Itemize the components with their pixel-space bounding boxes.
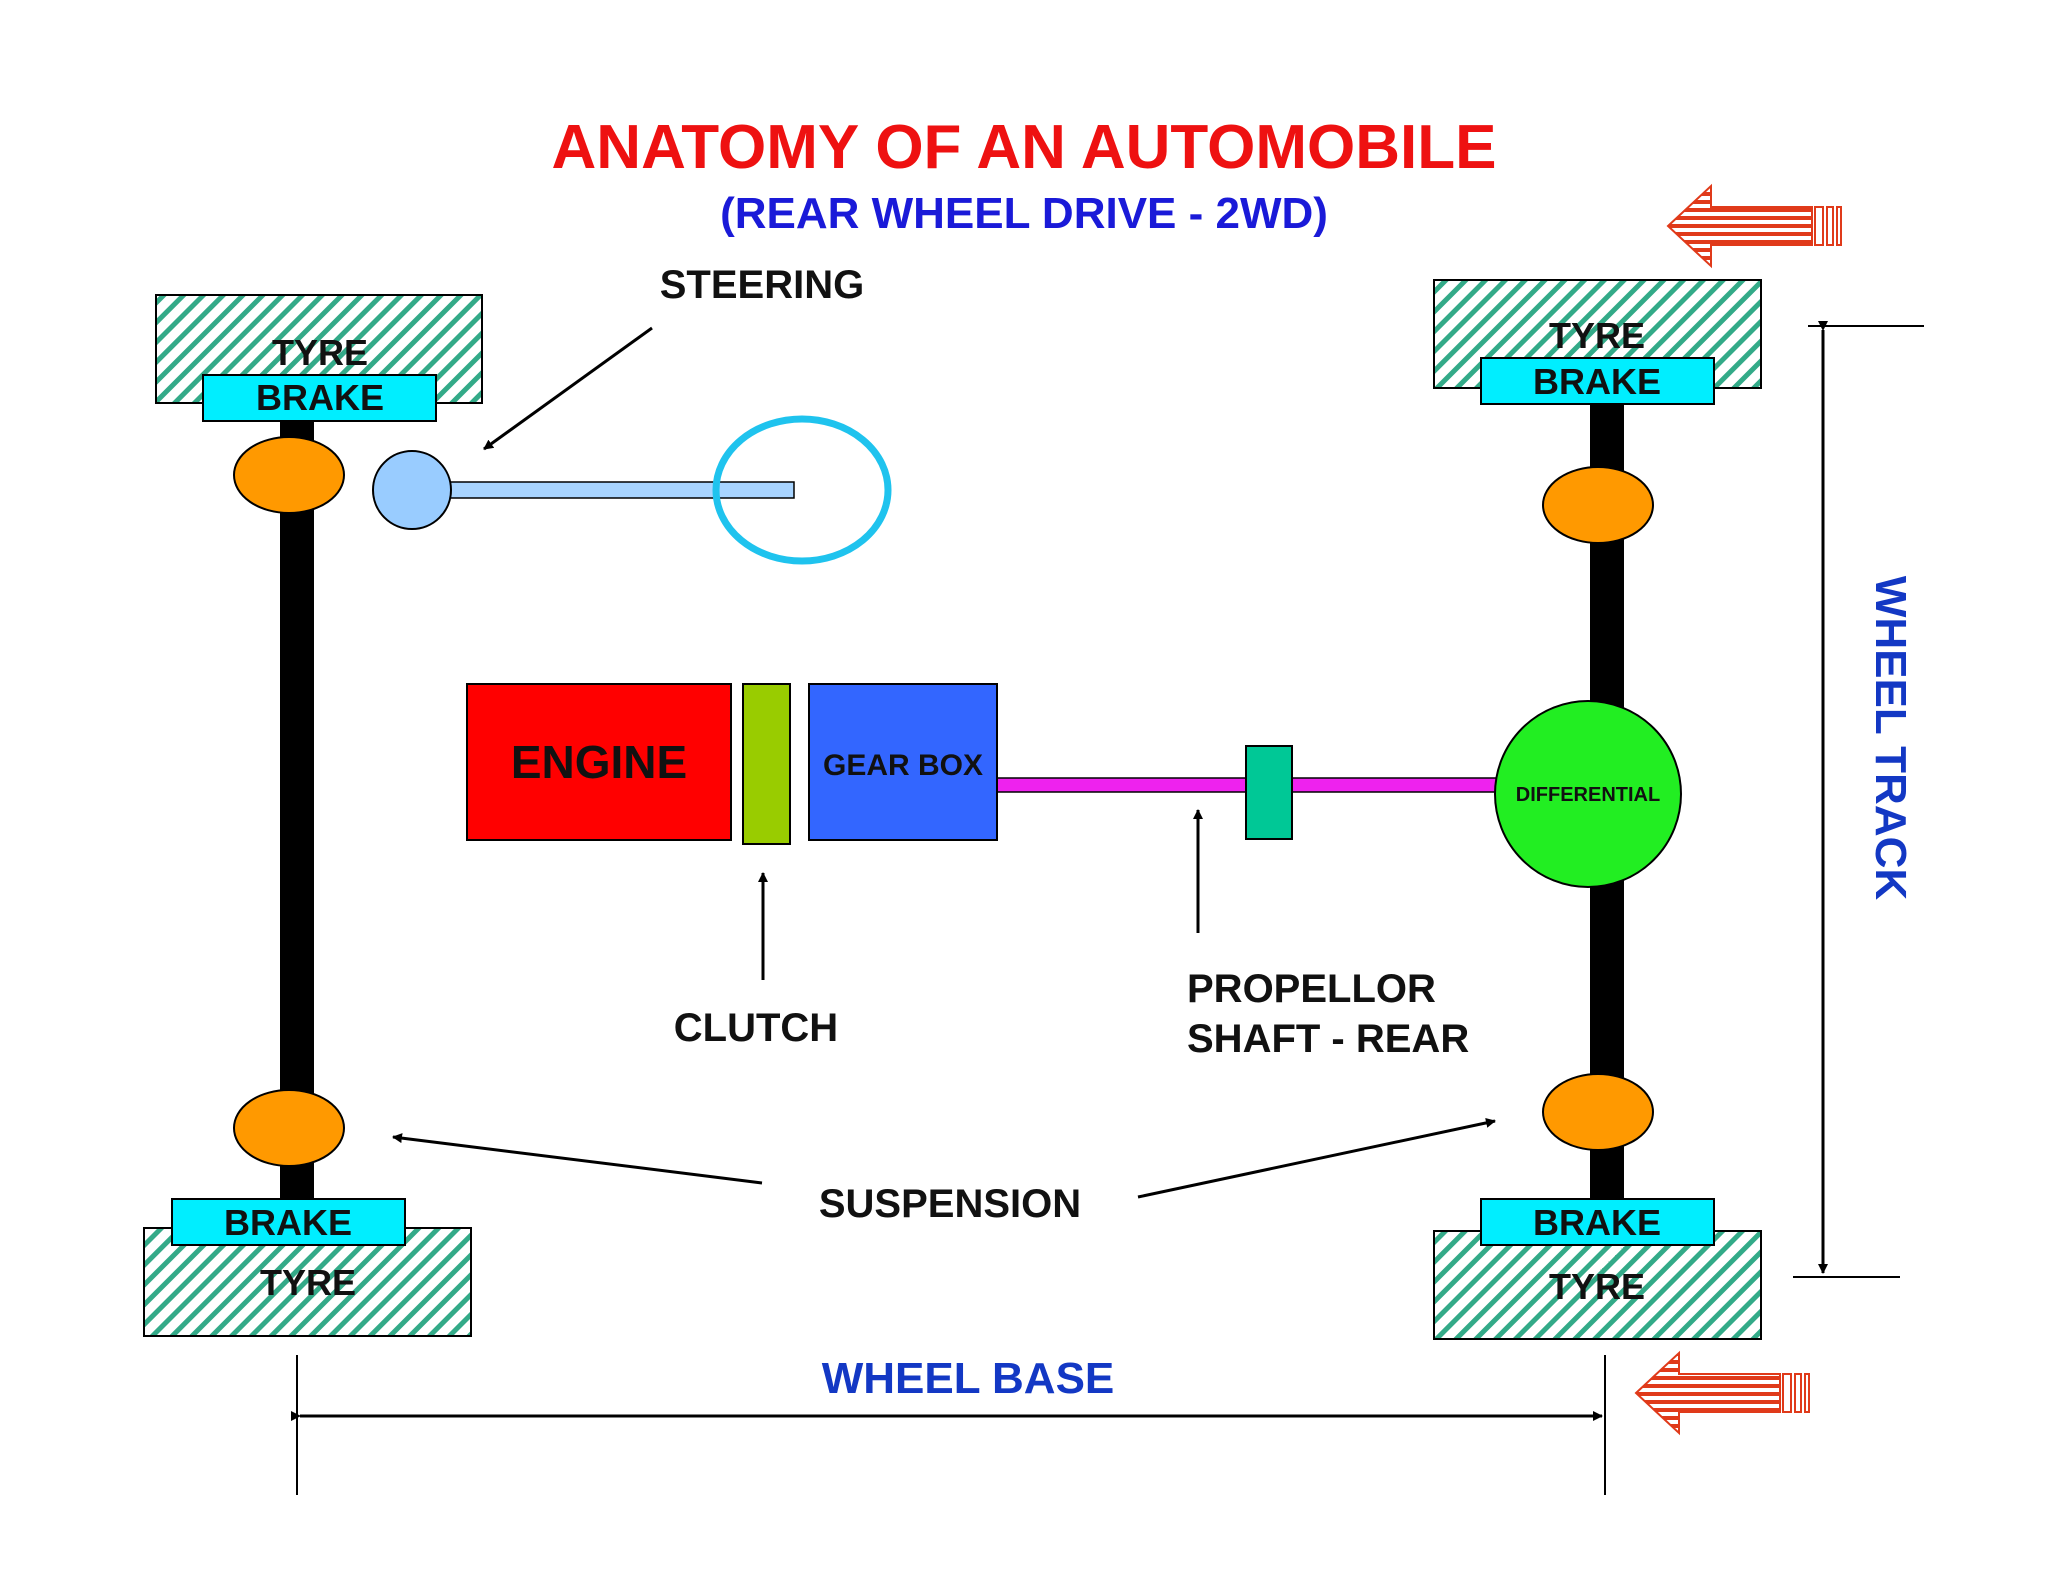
front-left-brake-label: BRAKE [256, 377, 384, 418]
direction-arrow-bottom [1634, 1350, 1810, 1436]
suspension-pointer-left [392, 1133, 763, 1185]
engine-label: ENGINE [511, 736, 687, 788]
rear-left-tyre-label: TYRE [260, 1262, 356, 1303]
steering-label: STEERING [660, 263, 864, 307]
gear-box-label: GEAR BOX [823, 749, 983, 782]
differential-label: DIFFERENTIAL [1516, 784, 1660, 806]
rear-right-tyre [1433, 1230, 1762, 1340]
propeller-shaft-label-line1: PROPELLOR [1187, 967, 1436, 1011]
clutch-plate [742, 683, 791, 845]
propeller-shaft-label-line2: SHAFT - REAR [1187, 1017, 1469, 1061]
rear-left-brake [171, 1198, 406, 1246]
steering-knuckle [372, 450, 452, 530]
front-left-tyre-label: TYRE [272, 332, 368, 373]
diagram-title: ANATOMY OF AN AUTOMOBILE [552, 113, 1497, 182]
rear-right-brake-label: BRAKE [1533, 1202, 1661, 1243]
clutch-label: CLUTCH [674, 1006, 838, 1050]
wheel-base-label: WHEEL BASE [822, 1354, 1115, 1403]
gear-box [808, 683, 998, 841]
steering-wheel [712, 415, 892, 565]
rear-right-brake [1480, 1198, 1715, 1246]
suspension-label: SUSPENSION [819, 1182, 1081, 1226]
steering-assembly [372, 415, 892, 565]
rear-right-wheel: TYRE BRAKE [1433, 1198, 1762, 1340]
front-right-tyre-label: TYRE [1549, 315, 1645, 356]
diagram-subtitle: (REAR WHEEL DRIVE - 2WD) [720, 189, 1328, 238]
steering-column [447, 481, 795, 499]
rear-left-brake-label: BRAKE [224, 1202, 352, 1243]
steering-pointer-arrow [483, 326, 653, 451]
suspension-rear-bottom [1542, 1073, 1654, 1151]
front-right-wheel: TYRE BRAKE [1433, 279, 1762, 405]
suspension-front-bottom [233, 1089, 345, 1167]
front-right-brake [1480, 357, 1715, 405]
suspension-pointer-right [1137, 1117, 1496, 1199]
front-left-brake [202, 374, 437, 422]
engine-block [466, 683, 732, 841]
suspension-front-top [233, 436, 345, 514]
front-left-wheel: TYRE BRAKE [155, 294, 483, 422]
direction-arrow-top [1666, 183, 1842, 269]
wheel-track-label: WHEEL TRACK [1866, 576, 1915, 901]
differential [1494, 700, 1682, 888]
rear-left-wheel: TYRE BRAKE [143, 1198, 472, 1337]
shaft-universal-joint [1245, 745, 1293, 840]
suspension-rear-top [1542, 466, 1654, 544]
rear-right-tyre-label: TYRE [1549, 1266, 1645, 1307]
front-right-brake-label: BRAKE [1533, 361, 1661, 402]
